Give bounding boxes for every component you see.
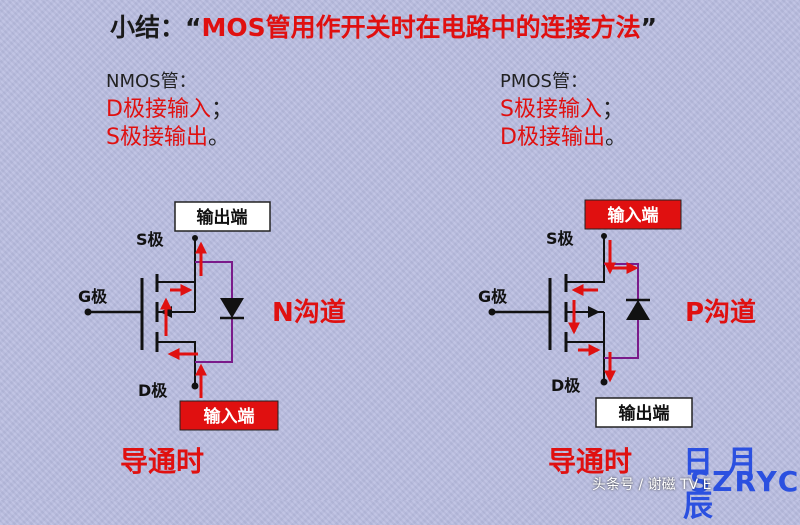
nmos-line-2: S极接输出。 <box>106 125 230 150</box>
title-suffix: ” <box>640 13 658 42</box>
pmos-s-label: S极 <box>546 229 575 248</box>
pmos-state-label: 导通时 <box>548 445 632 478</box>
nmos-description: NMOS管： D极接输入； S极接输出。 <box>106 68 233 152</box>
nmos-circuit: 输出端 输入端 S极 G极 D极 <box>78 201 346 478</box>
pmos-output-box: 输出端 <box>595 397 693 428</box>
pmos-g-label: G极 <box>478 287 508 306</box>
nmos-line-1: D极接输入； <box>106 97 233 122</box>
nmos-drain-terminal <box>191 382 199 390</box>
nmos-current-arrows <box>160 241 207 398</box>
nmos-heading: NMOS管： <box>106 71 197 92</box>
pmos-circuit: 输入端 输出端 S极 G极 D极 <box>478 199 756 478</box>
nmos-input-box: 输入端 <box>179 400 279 431</box>
nmos-diode-icon <box>220 298 244 318</box>
nmos-state-label: 导通时 <box>120 445 204 478</box>
pmos-description: PMOS管： S极接输入； D极接输出。 <box>500 68 627 152</box>
pmos-d-label: D极 <box>551 376 581 395</box>
title-prefix: 小结：“ <box>110 13 202 42</box>
pmos-line-1: S极接输入； <box>500 97 624 122</box>
title-mos: MOS <box>201 13 266 42</box>
nmos-output-label: 输出端 <box>197 207 248 228</box>
pmos-drain-terminal <box>600 378 608 386</box>
nmos-output-box: 输出端 <box>174 201 271 232</box>
pmos-input-label: 输入端 <box>608 205 659 226</box>
pmos-input-box: 输入端 <box>584 199 682 230</box>
pmos-heading: PMOS管： <box>500 71 588 92</box>
pmos-line-2: D极接输出。 <box>500 125 627 150</box>
pmos-channel-label: P沟道 <box>685 297 756 328</box>
nmos-input-label: 输入端 <box>204 406 255 427</box>
title-rest: 管用作开关时在电路中的连接方法 <box>265 13 641 42</box>
nmos-g-label: G极 <box>78 287 108 306</box>
mos-switch-diagram: 输出端 输入端 S极 G极 D极 <box>78 199 756 478</box>
watermark-brand: SZRYC <box>690 465 800 498</box>
nmos-channel-label: N沟道 <box>272 297 346 328</box>
pmos-current-arrows <box>568 240 639 383</box>
watermark-credit: 头条号 / 谢磁 TV E <box>592 477 712 493</box>
nmos-s-label: S极 <box>136 230 165 249</box>
pmos-output-label: 输出端 <box>619 403 670 424</box>
nmos-d-label: D极 <box>138 381 168 400</box>
page-title: 小结：“MOS管用作开关时在电路中的连接方法” <box>110 8 657 44</box>
pmos-diode-icon <box>626 300 650 320</box>
